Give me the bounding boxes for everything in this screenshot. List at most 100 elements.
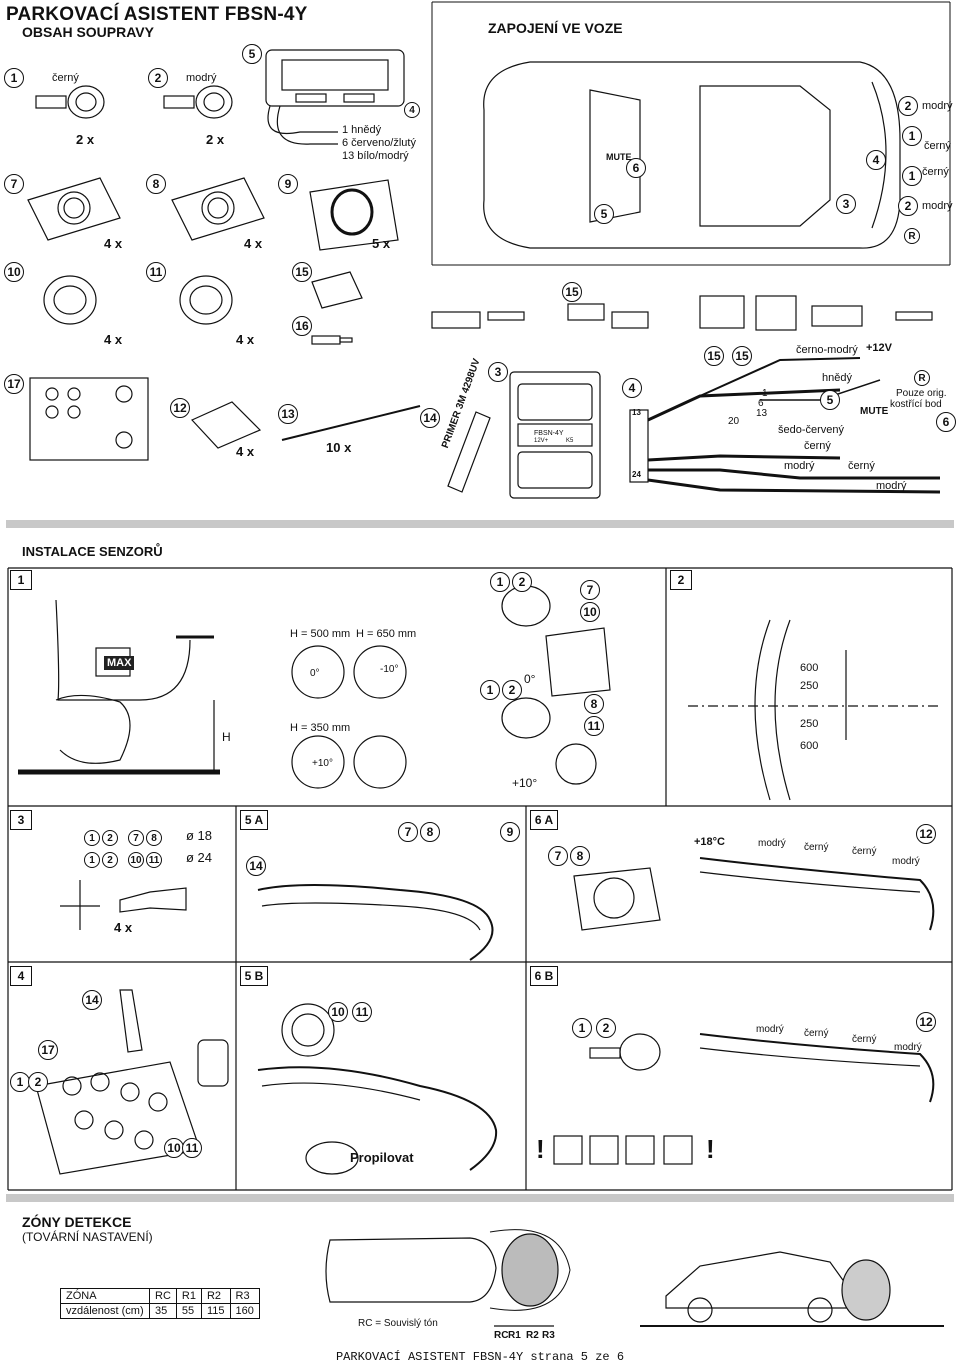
pin-label: 20: [728, 416, 740, 427]
item-number-4: 4: [866, 150, 886, 170]
table-header-cell: R3: [229, 1288, 260, 1304]
wire-color-label: černý: [924, 140, 951, 152]
item-number-3: 3: [488, 362, 508, 382]
item-number-8: 8: [570, 846, 590, 866]
item-number-11: 11: [352, 1002, 372, 1022]
item-number-14: 14: [82, 990, 102, 1010]
wire-color-label: černý: [852, 1034, 877, 1045]
step-number: 1: [10, 570, 32, 590]
module-name: FBSN-4Y: [534, 430, 564, 437]
table-cell: 35: [149, 1303, 177, 1319]
quantity-label: 5 x: [372, 236, 391, 251]
wire-color-label: černý: [848, 460, 875, 472]
step-number: 3: [10, 810, 32, 830]
item-number-4: 4: [622, 378, 642, 398]
item-number-11: 11: [146, 852, 162, 868]
item-number-9: 9: [500, 822, 520, 842]
item-number-2: 2: [898, 196, 918, 216]
wire-color-label: černý: [804, 440, 831, 452]
wire-color-label: modrý: [758, 838, 786, 849]
angle-label: 0°: [524, 672, 536, 686]
item-number-8: 8: [584, 694, 604, 714]
quantity-label: 2 x: [76, 132, 95, 147]
wiring-title: ZAPOJENÍ VE VOZE: [488, 20, 623, 36]
height-value: H = 650 mm: [356, 628, 417, 640]
table-header-cell: R1: [175, 1288, 202, 1304]
distance-label: 250: [800, 718, 819, 730]
angle-label: +10°: [312, 758, 333, 769]
angle-label: -10°: [380, 664, 399, 675]
item-number-10: 10: [4, 262, 24, 282]
item-number-7: 7: [548, 846, 568, 866]
item-number-2: 2: [102, 830, 118, 846]
height-value: H = 350 mm: [290, 722, 351, 734]
zone-label: R3: [542, 1330, 555, 1341]
note-label: Pouze orig.: [896, 388, 947, 399]
quantity-label: 10 x: [326, 440, 352, 455]
zones-subtitle: (TOVÁRNÍ NASTAVENÍ): [22, 1230, 153, 1244]
table-row: vzdálenost (cm) 35 55 115 160: [60, 1303, 260, 1319]
item-number-2: 2: [596, 1018, 616, 1038]
sensor-color-label: modrý: [186, 72, 217, 84]
rc-note: RC = Souvislý tón: [358, 1318, 438, 1329]
page-title: PARKOVACÍ ASISTENT FBSN-4Y: [6, 4, 308, 25]
item-number-1: 1: [490, 572, 510, 592]
wire-color-label: modrý: [756, 1024, 784, 1035]
item-number-13: 13: [278, 404, 298, 424]
item-number-10: 10: [328, 1002, 348, 1022]
note-label: kostřící bod: [890, 399, 942, 410]
table-row: ZÓNA RC R1 R2 R3: [60, 1288, 260, 1304]
item-number-5: 5: [242, 44, 262, 64]
diameter-label: ø 18: [186, 828, 213, 843]
distance-label: 600: [800, 740, 819, 752]
distance-label: 600: [800, 662, 819, 674]
item-number-2: 2: [148, 68, 168, 88]
item-number-1: 1: [10, 1072, 30, 1092]
zone-table: ZÓNA RC R1 R2 R3 vzdálenost (cm) 35 55 1…: [60, 1288, 260, 1319]
temperature-label: +18°C: [694, 836, 726, 848]
instruction-label: Propilovat: [350, 1150, 414, 1165]
item-number-17: 17: [4, 374, 24, 394]
item-number-1: 1: [480, 680, 500, 700]
item-number-10: 10: [580, 602, 600, 622]
height-label: H: [222, 730, 231, 744]
reverse-gear-icon: R: [904, 228, 920, 244]
quantity-label: 4 x: [236, 332, 255, 347]
step-number: 4: [10, 966, 32, 986]
wire-label: 13 bílo/modrý: [342, 150, 409, 162]
item-number-16: 16: [292, 316, 312, 336]
item-number-10: 10: [164, 1138, 184, 1158]
step-number: 5 A: [240, 810, 268, 830]
item-number-11: 11: [584, 716, 604, 736]
wire-color-label: modrý: [784, 460, 815, 472]
zone-label: R1: [508, 1330, 521, 1341]
table-cell: vzdálenost (cm): [60, 1303, 150, 1319]
wire-color-label: černý: [922, 166, 949, 178]
wire-color-label: černý: [852, 846, 877, 857]
quantity-label: 2 x: [206, 132, 225, 147]
table-header-cell: R2: [200, 1288, 231, 1304]
table-header-cell: RC: [149, 1288, 177, 1304]
wire-label: 1 hnědý: [342, 124, 382, 136]
wire-color-label: modrý: [894, 1042, 922, 1053]
item-number-3: 3: [836, 194, 856, 214]
diameter-label: ø 24: [186, 850, 213, 865]
angle-label: 0°: [310, 668, 320, 679]
item-number-12: 12: [170, 398, 190, 418]
wire-color-label: černý: [804, 842, 829, 853]
module-12v: 12V+: [534, 438, 549, 444]
item-number-11: 11: [182, 1138, 202, 1158]
separator-bar: [6, 520, 954, 528]
item-number-1: 1: [84, 852, 100, 868]
wire-color-label: hnědý: [822, 372, 852, 384]
wire-color-label: černý: [804, 1028, 829, 1039]
item-number-7: 7: [4, 174, 24, 194]
warning-icon: !: [706, 1134, 715, 1164]
step-number: 5 B: [240, 966, 268, 986]
quantity-label: 4 x: [236, 444, 255, 459]
item-number-7: 7: [580, 580, 600, 600]
zones-title: ZÓNY DETEKCE: [22, 1214, 132, 1230]
item-number-15: 15: [292, 262, 312, 282]
item-number-2: 2: [28, 1072, 48, 1092]
